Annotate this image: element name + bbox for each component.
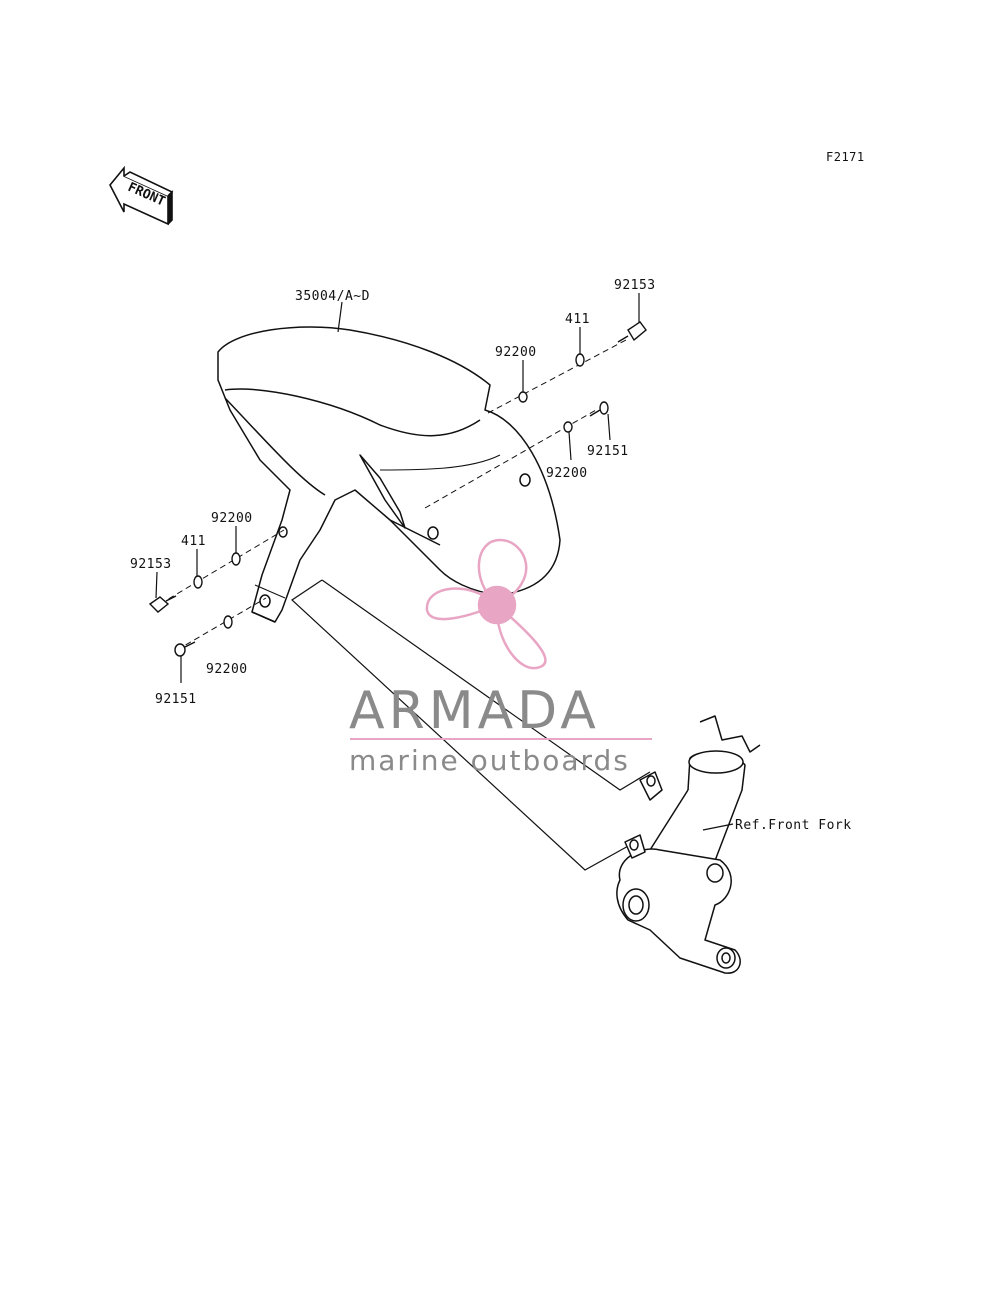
collar-mid-right-icon [563, 421, 573, 433]
front-fork [616, 715, 761, 974]
label-bolt-mid-right: 92151 [587, 444, 629, 459]
label-collar-mid-right: 92200 [546, 466, 588, 481]
collar-left-lower-icon [223, 615, 233, 629]
watermark-tagline: marine outboards [349, 744, 630, 777]
collar-top-right-icon [518, 391, 528, 403]
figure-code: F2171 [826, 150, 865, 164]
label-washer-left: 411 [181, 534, 206, 549]
washer-top-right-icon [575, 353, 585, 367]
armada-propeller-logo [425, 538, 547, 670]
label-collar-left-lower: 92200 [206, 662, 248, 677]
label-fender: 35004/A~D [295, 289, 370, 304]
label-bolt-left-upper: 92153 [130, 557, 172, 572]
label-bolt-left-lower: 92151 [155, 692, 197, 707]
front-fender [217, 326, 561, 623]
washer-left-icon [193, 575, 203, 589]
front-arrow-icon: FRONT [109, 165, 174, 226]
bolt-mid-right-icon [589, 401, 609, 417]
leader-lines [155, 293, 640, 683]
watermark-name: ARMADA [349, 681, 600, 741]
bolt-left-upper-icon [148, 595, 177, 613]
fork-leader-line [702, 823, 734, 831]
collar-left-upper-icon [231, 552, 241, 566]
reference-lines [291, 579, 651, 871]
bolt-top-right-icon [617, 321, 647, 343]
label-washer-top-right: 411 [565, 312, 590, 327]
label-front-fork-ref: Ref.Front Fork [735, 818, 852, 833]
label-bolt-top-right: 92153 [614, 278, 656, 293]
label-collar-top-right: 92200 [495, 345, 537, 360]
bolt-left-lower-icon [174, 641, 196, 657]
label-collar-left-upper: 92200 [211, 511, 253, 526]
